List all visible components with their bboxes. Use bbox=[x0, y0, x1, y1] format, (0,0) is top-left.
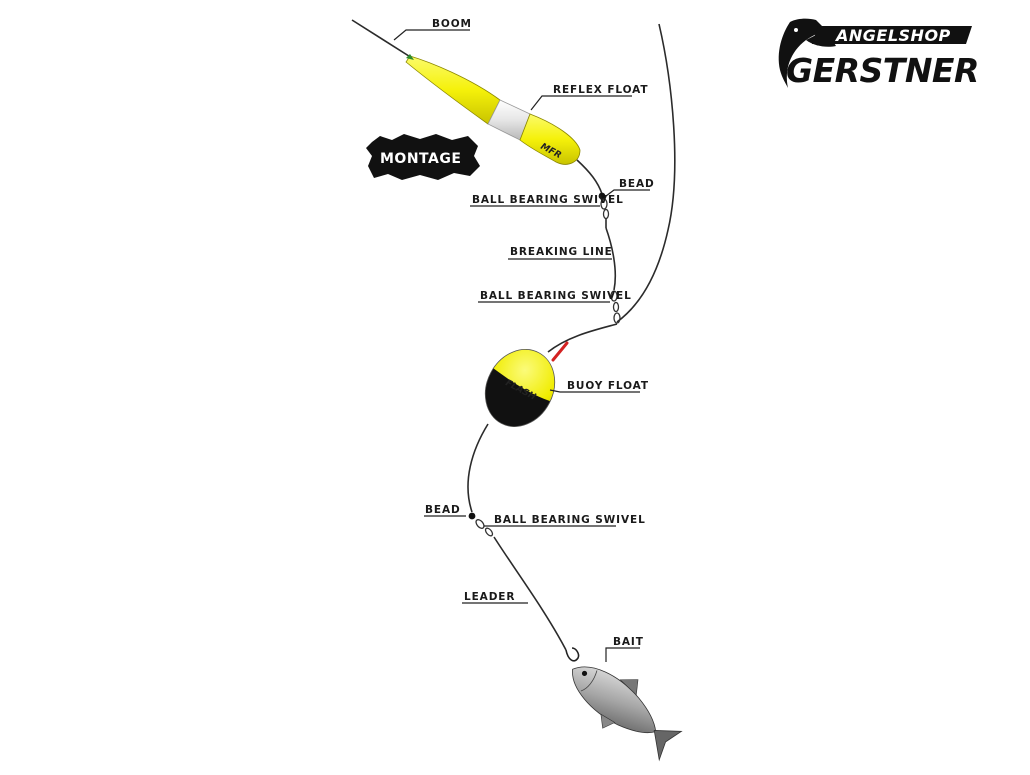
montage-badge-text: MONTAGE bbox=[380, 151, 461, 167]
bead-top bbox=[598, 192, 606, 200]
label-reflex-float: REFLEX FLOAT bbox=[530, 84, 648, 111]
label-bead-top: BEAD bbox=[605, 178, 655, 197]
label-reflex-float-text: REFLEX FLOAT bbox=[553, 84, 648, 96]
montage-badge: MONTAGE bbox=[366, 134, 480, 180]
label-ball-bearing-swivel-1-text: BALL BEARING SWIVEL bbox=[472, 194, 624, 206]
logo-main-text: GERSTNER bbox=[786, 51, 979, 90]
label-ball-bearing-swivel-1: BALL BEARING SWIVEL bbox=[470, 194, 624, 207]
main-line bbox=[616, 23, 676, 323]
angelshop-gerstner-logo: ANGELSHOP GERSTNER bbox=[778, 18, 979, 90]
buoy-antenna bbox=[551, 341, 569, 362]
label-leader-text: LEADER bbox=[464, 591, 515, 603]
bait-fish bbox=[572, 666, 683, 762]
swivel-to-buoy-line bbox=[547, 323, 618, 353]
logo-top-text: ANGELSHOP bbox=[834, 26, 951, 45]
label-leader: LEADER bbox=[462, 591, 528, 604]
ball-bearing-swivel-1 bbox=[600, 198, 610, 228]
label-buoy-float-text: BUOY FLOAT bbox=[567, 380, 649, 392]
bead-bottom bbox=[468, 512, 476, 520]
hook-icon bbox=[565, 647, 580, 662]
label-bead-top-text: BEAD bbox=[619, 178, 655, 190]
label-ball-bearing-swivel-3-text: BALL BEARING SWIVEL bbox=[494, 514, 646, 526]
buoy-to-bead-line bbox=[467, 423, 489, 513]
label-boom: BOOM bbox=[393, 18, 472, 41]
boom-line bbox=[351, 19, 413, 59]
label-bead-bottom-text: BEAD bbox=[425, 504, 461, 516]
label-boom-text: BOOM bbox=[432, 18, 472, 30]
label-ball-bearing-swivel-2-text: BALL BEARING SWIVEL bbox=[480, 290, 632, 302]
buoy-float: FLASH bbox=[472, 337, 568, 439]
breaking-line bbox=[605, 227, 617, 291]
ball-bearing-swivel-2 bbox=[610, 290, 621, 324]
label-breaking-line-text: BREAKING LINE bbox=[510, 246, 613, 258]
label-bait-text: BAIT bbox=[613, 636, 644, 648]
label-ball-bearing-swivel-2: BALL BEARING SWIVEL bbox=[478, 290, 632, 303]
label-breaking-line: BREAKING LINE bbox=[508, 246, 613, 260]
float-to-bead-line bbox=[576, 159, 603, 195]
label-bead-bottom: BEAD bbox=[424, 504, 466, 517]
label-bait: BAIT bbox=[605, 636, 644, 662]
leader-line bbox=[493, 536, 567, 651]
label-ball-bearing-swivel-3: BALL BEARING SWIVEL bbox=[484, 514, 646, 527]
logo-top-banner bbox=[812, 26, 972, 44]
ball-bearing-swivel-3 bbox=[475, 519, 494, 537]
label-buoy-float: BUOY FLOAT bbox=[549, 380, 649, 393]
